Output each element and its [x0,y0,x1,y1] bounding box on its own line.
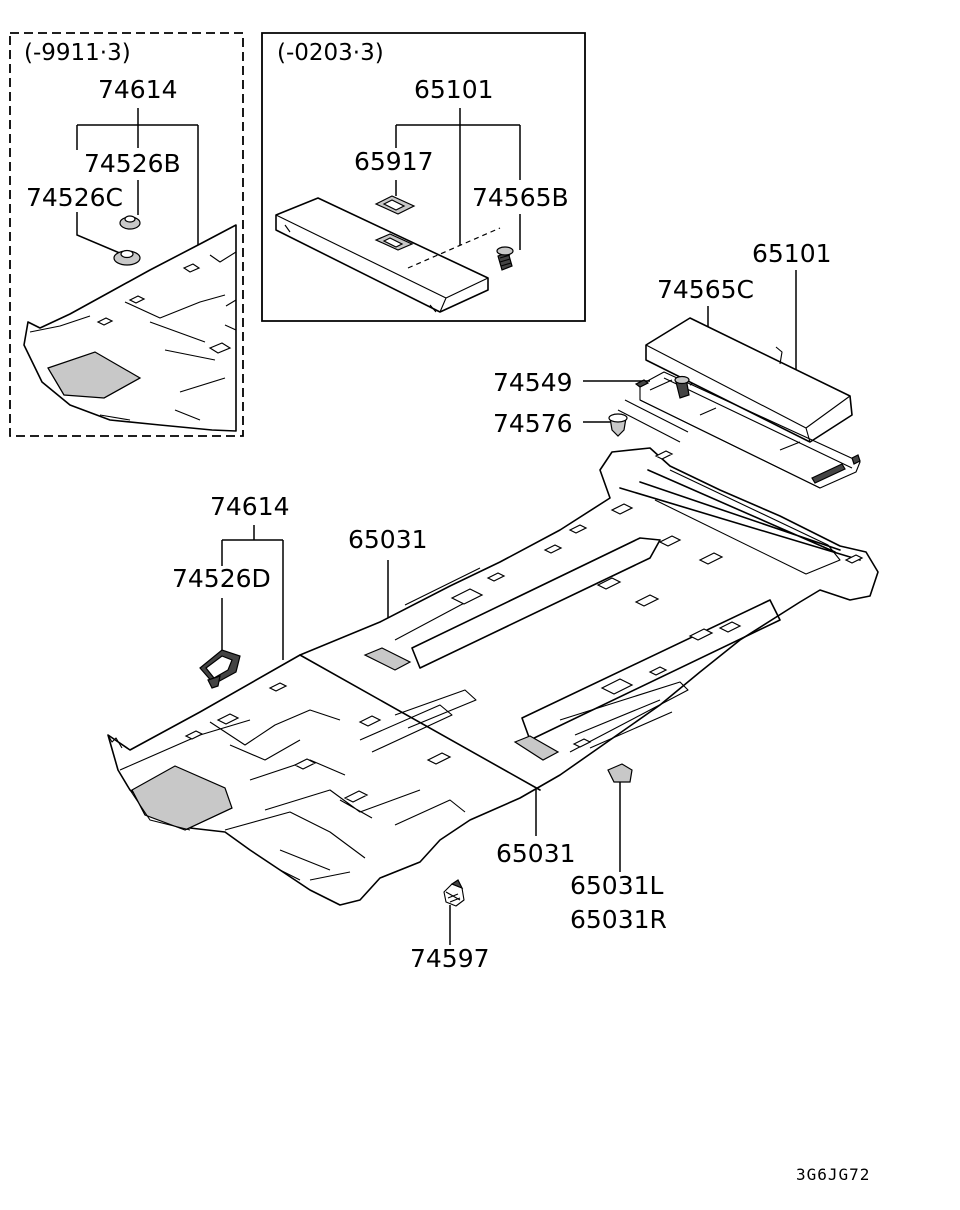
label-65917: 65917 [354,147,434,176]
label-74526b: 74526B [84,149,181,178]
label-74565c: 74565C [657,275,754,304]
label-74597: 74597 [410,944,490,973]
label-74614-inset: 74614 [98,75,178,104]
screw-icon [674,375,690,399]
pad-65031-bottom [513,735,560,761]
inset-right-leaders [395,108,521,250]
label-74576: 74576 [493,409,573,438]
label-65101-inset: 65101 [414,75,494,104]
screw-icon [496,246,514,271]
label-65031l: 65031L [570,871,664,900]
clip-icon [443,879,465,907]
label-74526c: 74526C [26,183,123,212]
floor-carpet-icon [107,447,879,906]
label-65031-bottom: 65031 [496,839,576,868]
inset-right-frame [261,32,586,322]
label-65031-top: 65031 [348,525,428,554]
label-74565b: 74565B [472,183,569,212]
inset-left-frame [9,32,244,437]
pad-65031lr [607,763,633,783]
luggage-tray-icon [275,195,501,313]
inset-left-date: (-9911·3) [24,40,131,66]
clip-icon [113,215,141,266]
floor-carpet-icon [23,224,237,432]
diagram-code: 3G6JG72 [796,1165,870,1184]
label-74526d: 74526D [172,564,271,593]
inset-left: (-9911·3) 74614 74526B 74526C [9,32,244,437]
label-74549: 74549 [493,368,573,397]
clip-icon [608,413,628,437]
label-65101-main: 65101 [752,239,832,268]
luggage-tray-icon [617,317,861,489]
inset-right-date: (-0203·3) [277,40,384,66]
inset-right: (-0203·3) 65101 65917 74565B [261,32,586,322]
pad-65031-top [363,647,412,671]
label-65031r: 65031R [570,905,667,934]
main-labels: 65101 74565C 74549 74576 74614 74526D 65… [172,239,832,973]
inset-left-leaders [76,108,199,255]
label-74614-main: 74614 [210,492,290,521]
clip-icon [199,649,241,689]
